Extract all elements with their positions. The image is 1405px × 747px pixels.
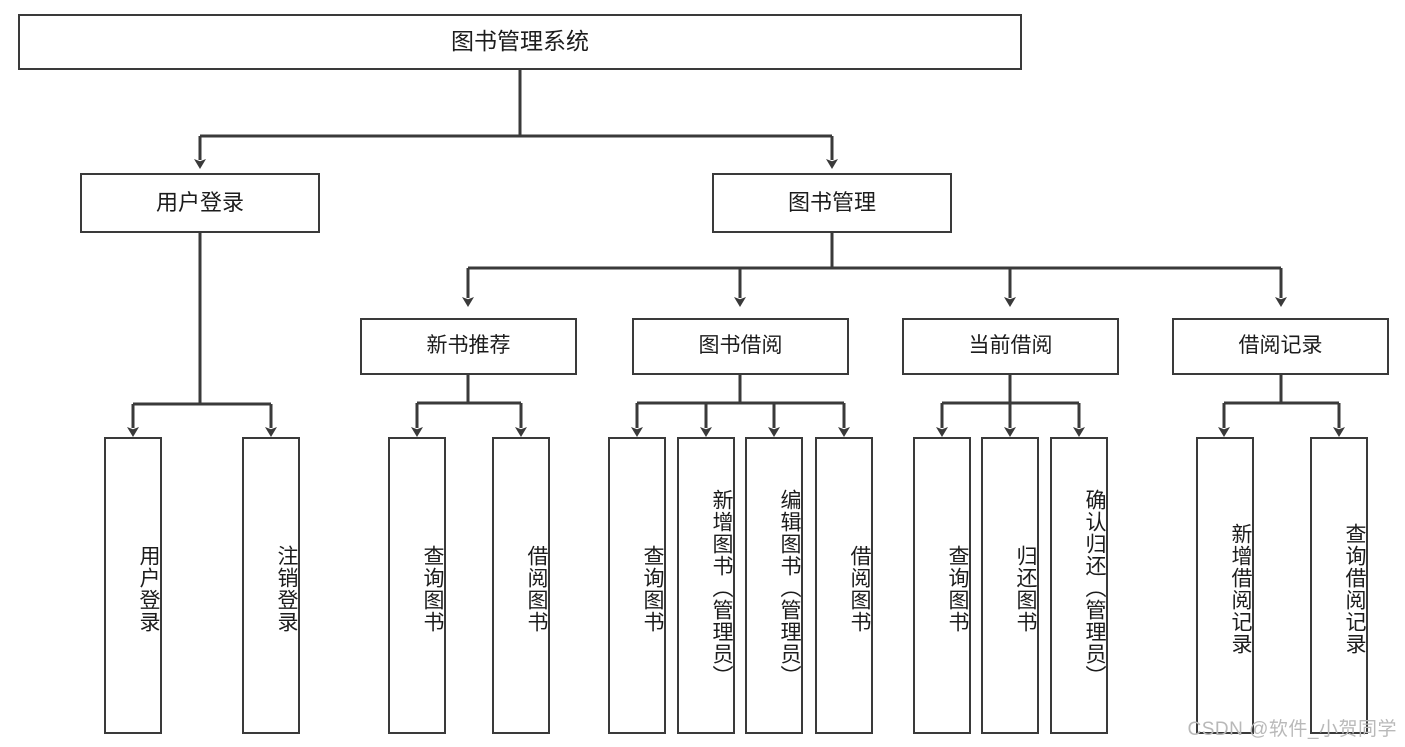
node-label: 查询图书 <box>946 544 969 633</box>
node-label: 归还图书 <box>1014 544 1037 633</box>
leaf-query-book-current[interactable]: 查询图书 <box>913 437 971 734</box>
node-user-login[interactable]: 用户登录 <box>80 173 320 233</box>
leaf-add-borrow-record[interactable]: 新增借阅记录 <box>1196 437 1254 734</box>
leaf-user-login[interactable]: 用户登录 <box>104 437 162 734</box>
node-book-management[interactable]: 图书管理 <box>712 173 952 233</box>
leaf-borrow-book-recommend[interactable]: 借阅图书 <box>492 437 550 734</box>
node-label: 编辑图书（管理员） <box>778 488 801 687</box>
leaf-edit-book-admin[interactable]: 编辑图书（管理员） <box>745 437 803 734</box>
node-label: 借阅记录 <box>1238 334 1323 358</box>
node-label: 查询图书 <box>421 544 444 633</box>
node-label: 查询图书 <box>641 544 664 633</box>
node-label: 图书管理 <box>787 190 876 216</box>
node-new-book-recommend[interactable]: 新书推荐 <box>360 318 577 375</box>
leaf-query-borrow-record[interactable]: 查询借阅记录 <box>1310 437 1368 734</box>
node-root-book-management-system[interactable]: 图书管理系统 <box>18 14 1022 70</box>
node-label: 新增图书（管理员） <box>710 488 733 687</box>
node-label: 借阅图书 <box>848 544 871 633</box>
node-label: 新增借阅记录 <box>1229 522 1252 655</box>
node-label: 图书管理系统 <box>451 28 589 55</box>
node-label: 用户登录 <box>137 544 160 633</box>
node-label: 当前借阅 <box>968 334 1053 358</box>
leaf-return-book[interactable]: 归还图书 <box>981 437 1039 734</box>
node-label: 借阅图书 <box>525 544 548 633</box>
node-label: 查询借阅记录 <box>1343 522 1366 655</box>
node-current-borrow[interactable]: 当前借阅 <box>902 318 1119 375</box>
leaf-logout-login[interactable]: 注销登录 <box>242 437 300 734</box>
leaf-borrow-book[interactable]: 借阅图书 <box>815 437 873 734</box>
leaf-query-book-borrow[interactable]: 查询图书 <box>608 437 666 734</box>
leaf-query-book-recommend[interactable]: 查询图书 <box>388 437 446 734</box>
leaf-add-book-admin[interactable]: 新增图书（管理员） <box>677 437 735 734</box>
node-label: 用户登录 <box>155 190 244 216</box>
watermark-text: CSDN @软件_小贺同学 <box>1187 719 1397 740</box>
node-label: 图书借阅 <box>698 334 783 358</box>
node-book-borrow[interactable]: 图书借阅 <box>632 318 849 375</box>
node-label: 新书推荐 <box>426 334 511 358</box>
node-borrow-record[interactable]: 借阅记录 <box>1172 318 1389 375</box>
node-label: 确认归还（管理员） <box>1083 488 1106 687</box>
node-label: 注销登录 <box>275 544 298 633</box>
leaf-confirm-return-admin[interactable]: 确认归还（管理员） <box>1050 437 1108 734</box>
